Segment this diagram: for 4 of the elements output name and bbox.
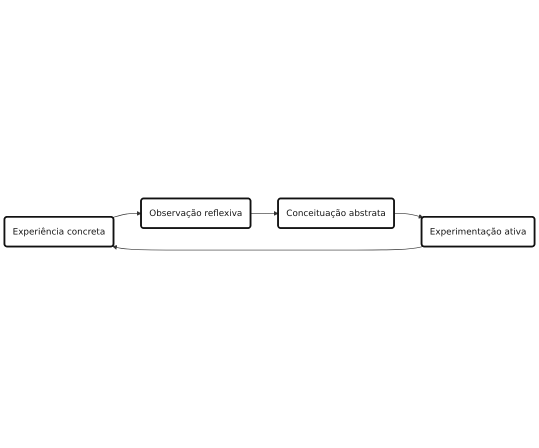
arrow xyxy=(394,212,424,218)
arrow xyxy=(250,210,279,216)
arrow xyxy=(112,244,424,250)
arrow xyxy=(112,210,142,218)
